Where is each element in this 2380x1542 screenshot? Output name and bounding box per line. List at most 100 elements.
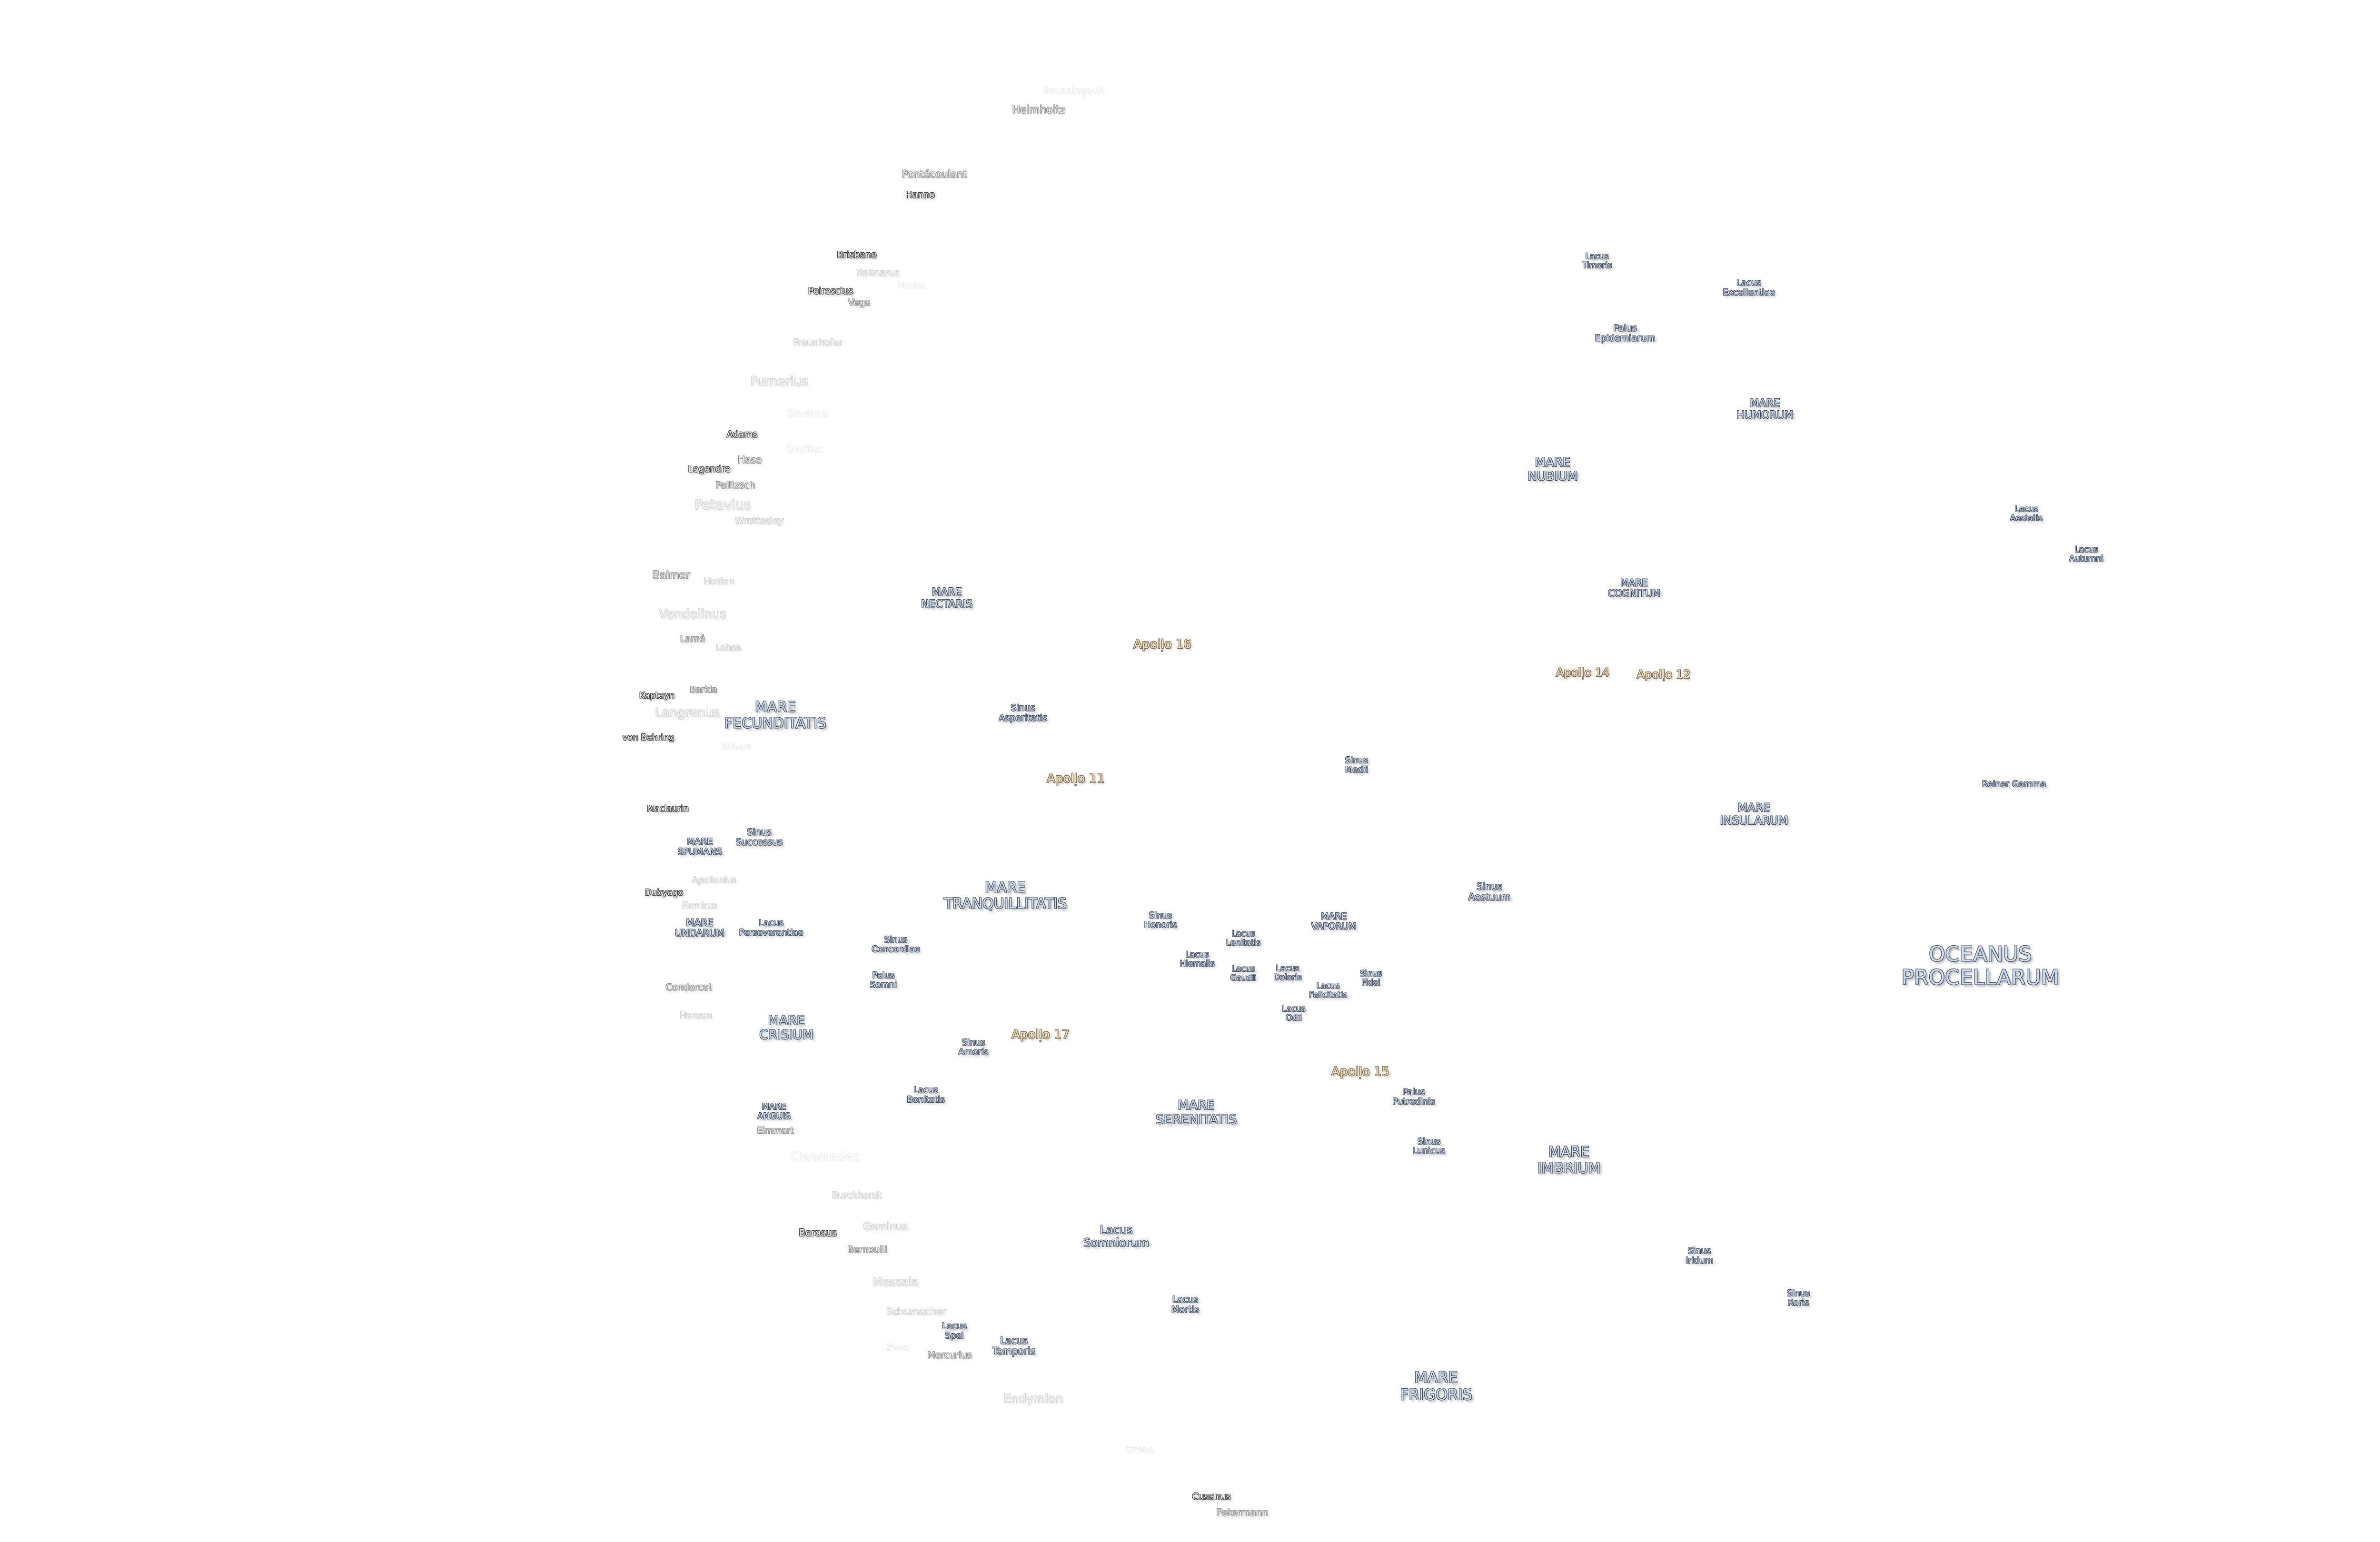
label-text: Lacus Temporis (992, 1334, 1035, 1357)
feature-label-lacus-spei: Lacus Spei (942, 1321, 967, 1341)
crater-label-fraunhofer: Fraunhofer (793, 337, 843, 347)
feature-label-palus-putredinis: Palus Putredinis (1392, 1087, 1435, 1107)
feature-label-sinus-amoris: Sinus Amoris (959, 1038, 989, 1057)
label-text: Cleomedes (790, 1149, 860, 1164)
feature-label-oceanus-procellarum: OCEANUS PROCELLARUM (1901, 943, 2059, 990)
label-text: Wrottesley (735, 515, 783, 526)
label-text: Lacus Aestatis (2010, 504, 2043, 523)
label-text: Apollo 16 (1133, 637, 1191, 652)
feature-label-sinus-aestuum: Sinus Aestuum (1468, 881, 1511, 903)
label-text: Helmholtz (1012, 104, 1065, 116)
feature-label-sinus-honoris: Sinus Honoris (1144, 910, 1177, 930)
landing-site-marker-icon (1662, 679, 1665, 682)
feature-label-mare-fecunditatis: MARE FECUNDITATIS (724, 699, 826, 731)
label-text: MARE COGNITUM (1607, 577, 1661, 599)
label-text: Stevinus (786, 407, 828, 419)
label-text: Apollo 15 (1331, 1064, 1389, 1079)
feature-label-sinus-roris: Sinus Roris (1786, 1288, 1810, 1308)
landing-site-marker-icon (1359, 1077, 1362, 1080)
label-text: Messala (873, 1275, 919, 1289)
feature-label-sinus-medii: Sinus Medii (1345, 755, 1368, 775)
label-text: Petavius (694, 496, 751, 513)
label-text: Lacus Bonitatis (907, 1085, 945, 1105)
label-text: Zeno (885, 1342, 909, 1353)
feature-label-mare-nectaris: MARE NECTARIS (921, 587, 972, 610)
feature-label-mare-frigoris: MARE FRIGORIS (1400, 1369, 1472, 1404)
label-text: Balmer (652, 569, 690, 582)
feature-label-mare-nubium: MARE NUBIUM (1527, 455, 1577, 484)
label-text: Lacus Spei (942, 1321, 967, 1341)
feature-label-reiner-gamma: Reiner Gamma (1982, 779, 2046, 789)
label-text: Hansen (680, 1010, 712, 1020)
label-text: Sinus Medii (1345, 755, 1368, 775)
label-text: Vendelinus (659, 607, 726, 622)
crater-label-palitzsch: Palitzsch (716, 480, 755, 490)
label-text: Condorcet (665, 982, 712, 993)
label-text: Palus Epidemiarum (1595, 323, 1656, 344)
label-text: Cusanus (1192, 1491, 1231, 1502)
crater-label-dubyago: Dubyago (645, 888, 684, 898)
feature-label-lacus-felicitatis: Lacus Felicitatis (1309, 981, 1347, 1000)
label-text: Maclaurin (647, 803, 689, 814)
label-text: Sinus Roris (1786, 1288, 1810, 1308)
crater-label-helmholtz: Helmholtz (1012, 104, 1065, 117)
feature-label-lacus-timoris: Lacus Timoris (1582, 252, 1612, 270)
feature-label-mare-undarum: MARE UNDARUM (675, 917, 724, 939)
landing-site-marker-icon (1039, 1040, 1042, 1043)
label-text: Petermann (1216, 1506, 1269, 1518)
label-text: Sinus Amoris (958, 1037, 989, 1057)
crater-label-vega: Vega (848, 297, 871, 307)
label-text: Lamé (680, 633, 705, 644)
feature-label-lacus-mortis: Lacus Mortis (1171, 1295, 1199, 1315)
crater-label-balmer: Balmer (653, 570, 690, 582)
crater-label-bilharz: Bilharz (722, 742, 752, 752)
label-text: Kapteyn (639, 690, 675, 701)
crater-label-wrottesley: Wrottesley (735, 516, 783, 526)
label-text: Palitzsch (715, 480, 755, 491)
label-text: Palus Somni (870, 970, 897, 990)
label-text: MARE IMBRIUM (1537, 1144, 1601, 1176)
label-text: Bernoulli (847, 1244, 887, 1255)
crater-label-petermann: Petermann (1217, 1507, 1269, 1518)
label-text: Hanno (905, 189, 935, 200)
label-text: Sinus Iridum (1685, 1245, 1714, 1265)
label-text: Burckhardt (832, 1190, 882, 1201)
crater-label-schumacher: Schumacher (887, 1306, 946, 1316)
crater-label-boussingault: Boussingault (1043, 85, 1105, 96)
crater-label-hanno: Hanno (905, 190, 935, 200)
label-text: MARE SPUMANS (677, 836, 722, 857)
feature-label-lacus-excellentiae: Lacus Excellentiae (1723, 278, 1775, 297)
label-text: Reiner Gamma (1982, 779, 2046, 789)
landing-site-marker-icon (1074, 784, 1077, 787)
label-text: Palus Putredinis (1392, 1087, 1435, 1107)
label-text: Pontécoulant (902, 168, 967, 180)
feature-label-lacus-somniorum: Lacus Somniorum (1083, 1224, 1149, 1249)
crater-label-mallet: Mallet (898, 280, 925, 290)
crater-label-mercurius: Mercurius (928, 1350, 972, 1360)
label-text: Holden (704, 576, 734, 586)
feature-label-lacus-gaudii: Lacus Gaudii (1230, 964, 1257, 983)
label-text: Lacus Gaudii (1230, 964, 1257, 983)
label-text: Sinus Lunicus (1412, 1136, 1446, 1156)
label-text: MARE VAPORUM (1311, 911, 1357, 932)
feature-label-palus-somni: Palus Somni (870, 970, 897, 990)
label-text: Fraunhofer (793, 337, 843, 348)
crater-label-petavius: Petavius (694, 497, 751, 512)
feature-label-mare-cognitum: MARE COGNITUM (1607, 577, 1661, 599)
feature-label-lacus-lenitatis: Lacus Lenitatis (1226, 929, 1260, 948)
crater-label-snellius: Snellius (786, 444, 823, 454)
feature-label-lacus-bonitatis: Lacus Bonitatis (907, 1085, 945, 1105)
crater-label-brisbane: Brisbane (837, 250, 876, 260)
crater-label-strabo: Strabo (1125, 1445, 1153, 1455)
label-text: Adams (726, 429, 758, 440)
label-text: Lacus Timoris (1582, 251, 1612, 270)
label-text: Apollo 17 (1012, 1027, 1070, 1042)
crater-label-reimarus: Reimarus (857, 268, 899, 278)
crater-label-maclaurin: Maclaurin (647, 804, 689, 814)
feature-label-mare-humorum: MARE HUMORUM (1736, 398, 1793, 421)
feature-label-sinus-fidei: Sinus Fidei (1360, 969, 1382, 988)
crater-label-cleomedes: Cleomedes (791, 1150, 860, 1164)
feature-label-sinus-iridum: Sinus Iridum (1686, 1246, 1713, 1265)
label-text: Lacus Perseverantiae (739, 918, 803, 938)
label-text: Boussingault (1043, 84, 1105, 96)
